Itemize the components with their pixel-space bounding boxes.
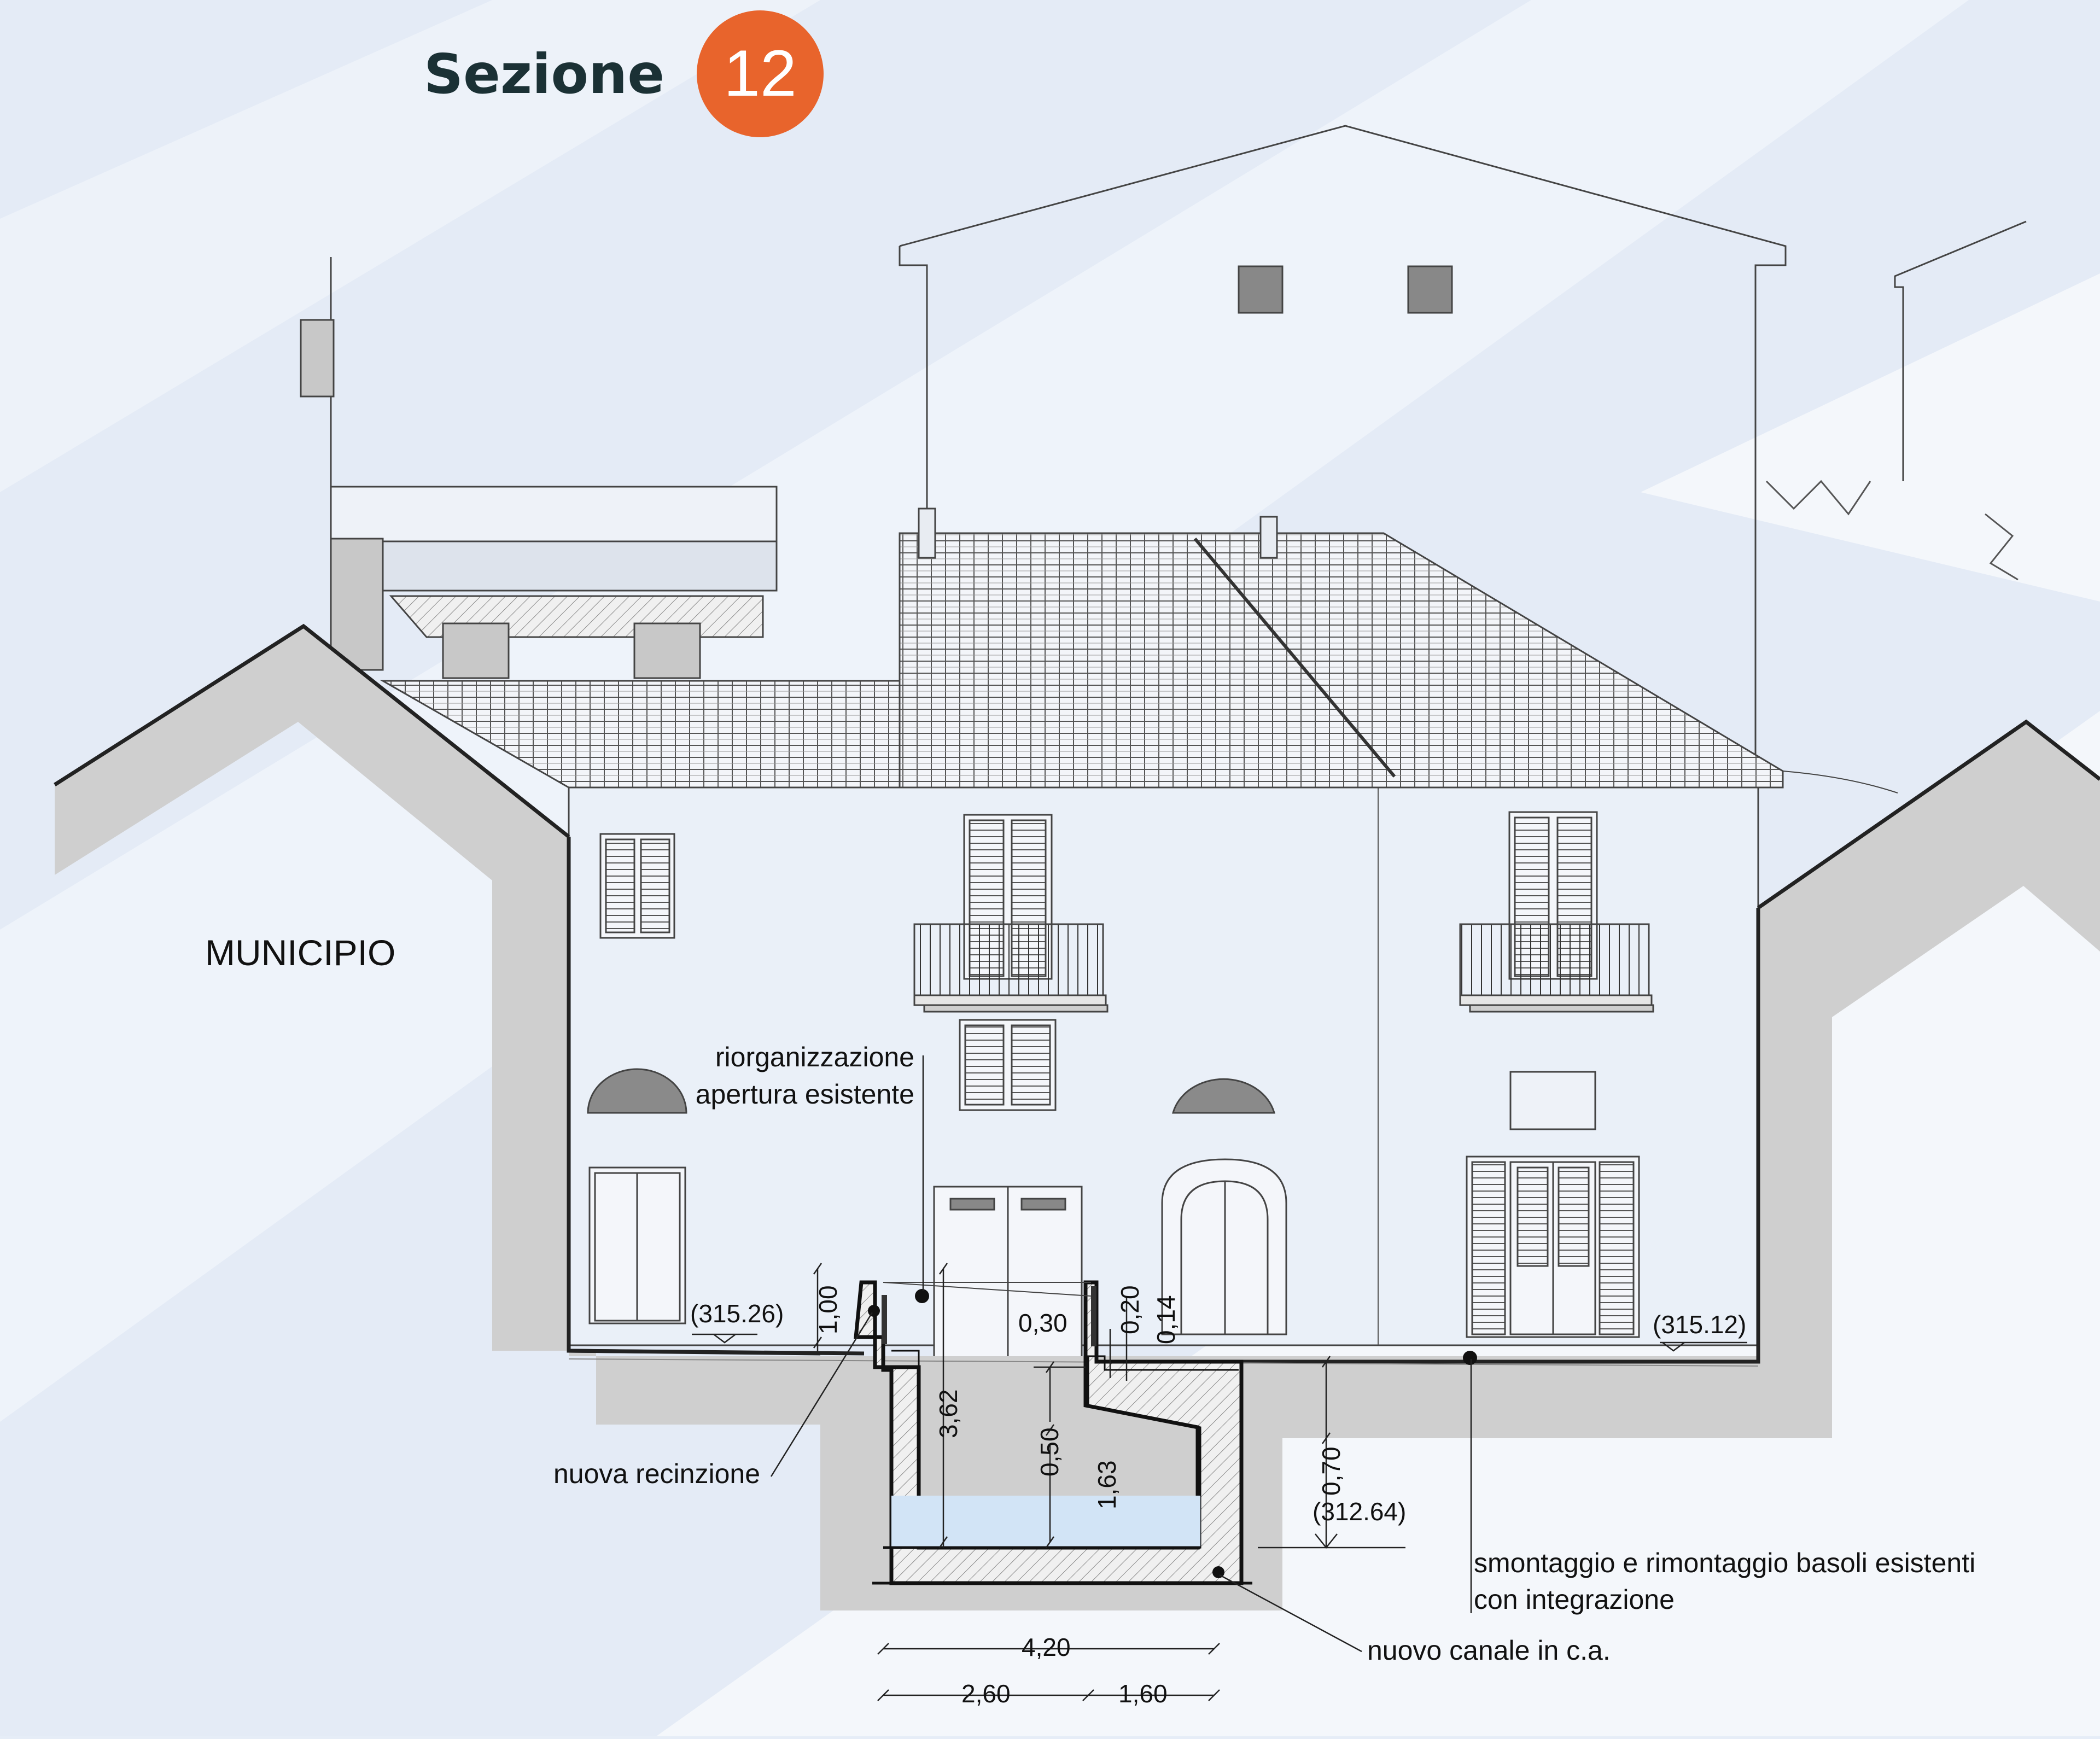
- plaque-right: [1509, 1071, 1596, 1130]
- label-municipio: MUNICIPIO: [205, 932, 395, 973]
- main-facade: [380, 507, 1898, 1368]
- section-number: 12: [724, 37, 796, 110]
- label-paving-1: smontaggio e rimontaggio basoli esistent…: [1474, 1548, 1975, 1578]
- labels: MUNICIPIO riorganizzazione apertura esis…: [205, 932, 1975, 1708]
- dim-wall-top: 0,30: [1018, 1309, 1068, 1337]
- balcony-right: [1459, 811, 1654, 1013]
- label-paving-2: con integrazione: [1474, 1584, 1675, 1615]
- dim-width-left: 2,60: [961, 1679, 1011, 1708]
- window-shutter-left: [599, 833, 675, 939]
- door-center-left: [933, 1186, 1083, 1368]
- door-arched: [1161, 1158, 1287, 1335]
- level-bottom: (312.64): [1312, 1497, 1406, 1526]
- label-opening-1: riorganizzazione: [715, 1042, 914, 1072]
- label-opening-2: apertura esistente: [696, 1079, 914, 1110]
- section-title: Sezione: [424, 42, 664, 106]
- balcony-center: [913, 814, 1109, 1013]
- water: [891, 1496, 1200, 1548]
- label-fence: nuova recinzione: [553, 1458, 760, 1489]
- window-center-lower: [959, 1019, 1057, 1111]
- dim-fence-height: 1,00: [814, 1285, 842, 1334]
- door-left: [588, 1166, 686, 1324]
- lunette-left: [587, 1068, 687, 1114]
- level-right: (315.12): [1653, 1310, 1746, 1339]
- window-small-2: [1407, 265, 1453, 314]
- level-left: (315.26): [690, 1299, 784, 1328]
- dim-step: 0,50: [1035, 1427, 1064, 1477]
- dim-width-right: 1,60: [1118, 1679, 1168, 1708]
- left-roof-structure: [300, 257, 778, 679]
- label-channel: nuovo canale in c.a.: [1367, 1635, 1611, 1666]
- window-small-1: [1238, 265, 1284, 314]
- header: Sezione 12: [424, 10, 824, 137]
- roof-main: [899, 532, 1784, 789]
- dim-total-width: 4,20: [1022, 1633, 1071, 1661]
- dimension-lines: [692, 1055, 1747, 1701]
- background-building: [899, 125, 2027, 809]
- section-number-badge: [697, 10, 824, 137]
- dim-ledge-2: 0,14: [1152, 1295, 1180, 1344]
- dim-water-depth: 1,63: [1093, 1460, 1121, 1509]
- dim-ledge-1: 0,20: [1116, 1285, 1144, 1334]
- lunette-center: [1172, 1078, 1275, 1114]
- dim-canal-depth: 3,62: [934, 1389, 962, 1438]
- dim-paving-depth: 0,70: [1317, 1446, 1345, 1496]
- door-right: [1466, 1156, 1640, 1338]
